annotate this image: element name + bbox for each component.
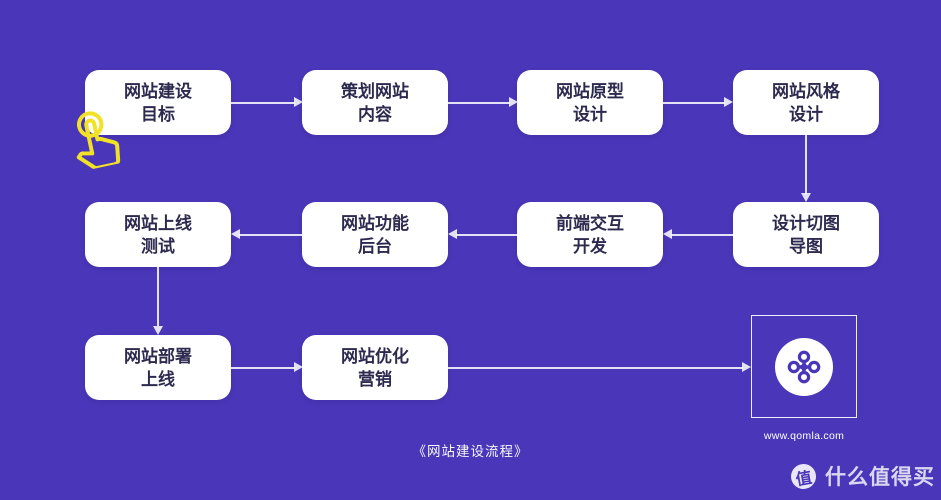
flow-arrowhead-right [509,97,518,107]
tap-cursor-icon [62,104,126,171]
smzdm-watermark-text: 什么值得买 [825,466,935,489]
flow-node-slicing: 设计切图 导图 [733,202,879,267]
flow-arrowhead-left [663,229,672,239]
logo-url-text: www.qomla.com [763,430,845,442]
flow-arrow-line [231,366,295,369]
diagram-caption: 《网站建设流程》 [412,444,529,459]
flow-arrow-line [157,267,159,326]
smzdm-watermark: 值 什么值得买 [789,461,935,491]
flow-arrow-line [805,135,807,194]
flow-arrow-line [671,233,733,236]
flow-arrowhead-right [742,362,751,372]
flow-node-plan: 策划网站 内容 [302,70,448,135]
flow-node-prototype: 网站原型 设计 [517,70,663,135]
flow-node-frontend: 前端交互 开发 [517,202,663,267]
smzdm-badge-icon: 值 [789,461,818,491]
flow-node-backend: 网站功能 后台 [302,202,448,267]
flow-arrow-line [448,101,510,104]
flow-arrowhead-down [800,193,811,202]
flow-node-seo: 网站优化 营销 [302,335,448,400]
flow-node-goal: 网站建设 目标 [85,70,231,135]
flow-arrow-line [239,233,302,236]
flow-arrow-line [231,101,295,104]
flow-arrowhead-left [448,229,457,239]
flow-node-deploy: 网站部署 上线 [85,335,231,400]
flow-arrow-line [663,101,725,104]
flow-arrow-line [456,233,517,236]
qomla-logo-box [751,315,857,418]
flow-arrowhead-left [231,229,240,239]
flow-node-testing: 网站上线 测试 [85,202,231,267]
flow-arrowhead-right [724,97,733,107]
flow-arrowhead-down [152,326,163,335]
flow-arrowhead-right [294,362,303,372]
flow-arrow-line [448,366,743,369]
flow-node-style: 网站风格 设计 [733,70,879,135]
flow-arrowhead-right [294,97,303,107]
qomla-logo-icon [775,337,833,396]
